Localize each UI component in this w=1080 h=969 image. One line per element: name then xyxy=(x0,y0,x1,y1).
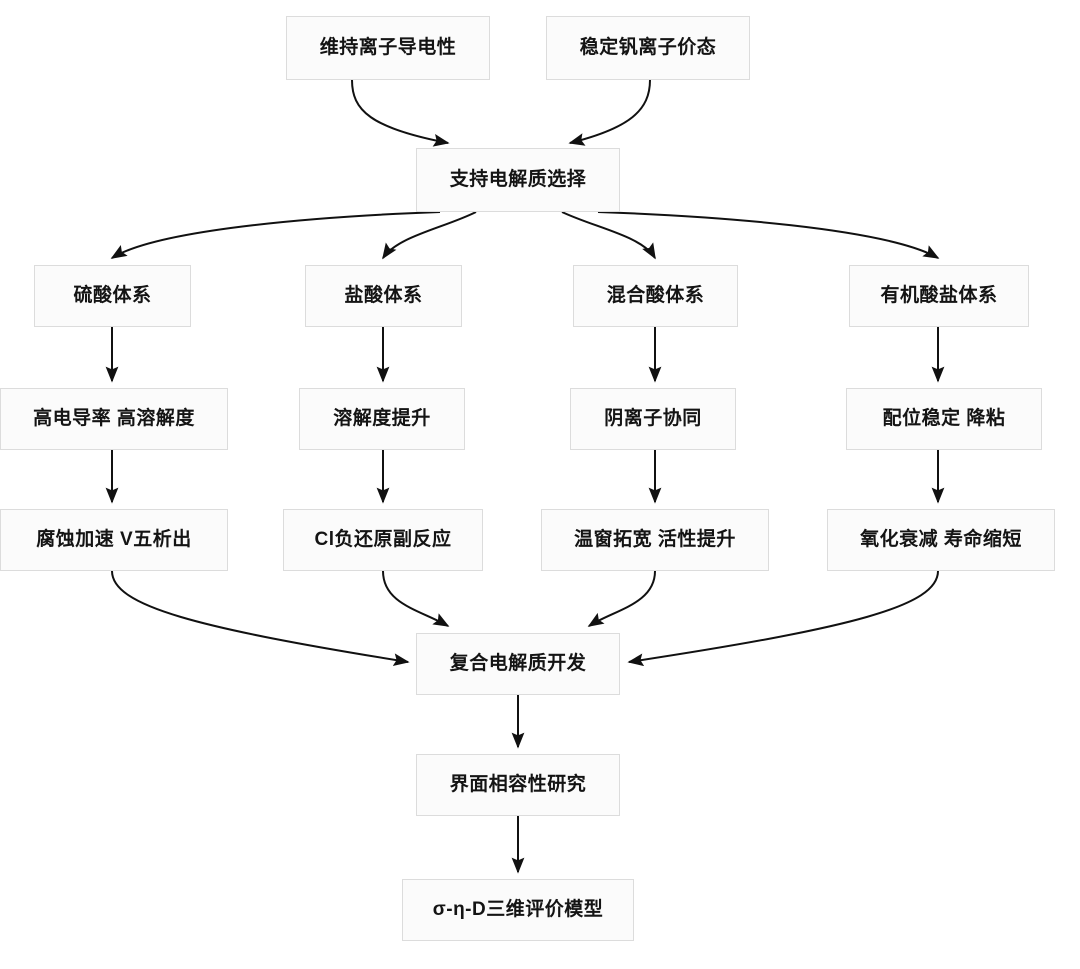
flow-edge-n15-to-n16 xyxy=(627,570,939,667)
flow-node-label: 稳定钒离子价态 xyxy=(579,37,717,59)
flow-edge-n1-to-n3 xyxy=(351,79,450,147)
flow-node-n8[interactable]: 高电导率 高溶解度 xyxy=(0,388,228,450)
flow-node-n18[interactable]: σ-η-D三维评价模型 xyxy=(402,879,634,941)
flow-node-n11[interactable]: 配位稳定 降粘 xyxy=(846,388,1042,450)
flow-node-n4[interactable]: 硫酸体系 xyxy=(34,265,191,327)
flow-node-label: 氧化衰减 寿命缩短 xyxy=(860,529,1022,551)
flow-edge-n13-to-n16 xyxy=(382,570,450,627)
flow-node-n9[interactable]: 溶解度提升 xyxy=(299,388,465,450)
flow-edge-n12-to-n16 xyxy=(111,570,410,667)
flow-node-label: 温窗拓宽 活性提升 xyxy=(574,529,736,551)
flow-node-label: 维持离子导电性 xyxy=(319,37,457,59)
flow-node-n3[interactable]: 支持电解质选择 xyxy=(416,148,620,212)
flow-node-n12[interactable]: 腐蚀加速 V五析出 xyxy=(0,509,228,571)
flow-node-n2[interactable]: 稳定钒离子价态 xyxy=(546,16,750,80)
flow-edge-n3-to-n5 xyxy=(382,211,477,260)
flow-node-n14[interactable]: 温窗拓宽 活性提升 xyxy=(541,509,769,571)
flow-edge-n2-to-n3 xyxy=(568,79,651,146)
flow-node-n10[interactable]: 阴离子协同 xyxy=(570,388,736,450)
flow-node-label: 腐蚀加速 V五析出 xyxy=(36,529,192,551)
flow-node-label: 配位稳定 降粘 xyxy=(882,408,1006,430)
flow-node-label: 溶解度提升 xyxy=(333,408,431,430)
flow-edge-n14-to-n16 xyxy=(587,570,656,627)
flow-edge-n3-to-n7 xyxy=(597,211,940,259)
flow-node-n15[interactable]: 氧化衰减 寿命缩短 xyxy=(827,509,1055,571)
flow-node-label: Cl负还原副反应 xyxy=(314,529,452,551)
flow-node-label: 有机酸盐体系 xyxy=(880,285,998,307)
flow-node-n13[interactable]: Cl负还原副反应 xyxy=(283,509,483,571)
flow-node-label: 硫酸体系 xyxy=(73,285,152,307)
flow-edge-n3-to-n4 xyxy=(110,211,441,259)
flow-node-label: 阴离子协同 xyxy=(604,408,702,430)
flow-node-label: 盐酸体系 xyxy=(344,285,423,307)
flow-node-label: 界面相容性研究 xyxy=(449,774,587,796)
flow-node-n17[interactable]: 界面相容性研究 xyxy=(416,754,620,816)
flow-node-label: σ-η-D三维评价模型 xyxy=(432,899,604,921)
flow-node-n7[interactable]: 有机酸盐体系 xyxy=(849,265,1029,327)
flow-node-n16[interactable]: 复合电解质开发 xyxy=(416,633,620,695)
flow-node-n1[interactable]: 维持离子导电性 xyxy=(286,16,490,80)
flow-node-label: 混合酸体系 xyxy=(606,285,705,307)
flow-node-n5[interactable]: 盐酸体系 xyxy=(305,265,462,327)
flow-node-label: 高电导率 高溶解度 xyxy=(33,408,195,430)
flow-node-n6[interactable]: 混合酸体系 xyxy=(573,265,738,327)
flow-edge-n3-to-n6 xyxy=(561,211,656,260)
flow-node-label: 复合电解质开发 xyxy=(449,653,587,675)
flow-node-label: 支持电解质选择 xyxy=(449,169,587,191)
